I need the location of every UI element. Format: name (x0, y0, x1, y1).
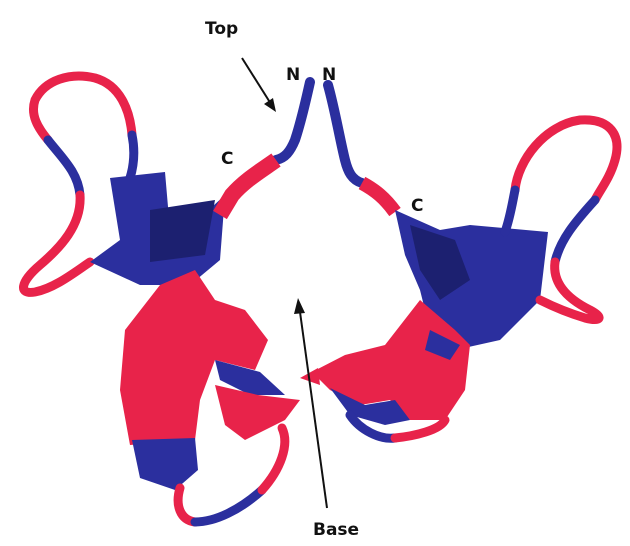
label-c-right: C (411, 196, 423, 216)
right-coil-top-blue (505, 190, 515, 232)
top-arrow-line (242, 58, 271, 104)
label-c-left: C (221, 149, 233, 169)
left-upper-sheet-shade (150, 200, 215, 262)
right-outer-loop-lower-red (540, 262, 599, 320)
left-n-strand-blue (276, 82, 310, 160)
left-outer-loop-blue (48, 140, 80, 195)
right-bottom-loop-red (395, 420, 445, 438)
label-n-right: N (322, 65, 336, 85)
base-arrow-line (300, 312, 327, 508)
base-arrow-head (294, 298, 305, 314)
label-top: Top (205, 19, 238, 39)
top-arrow-head (264, 98, 276, 112)
right-outer-loop-red (515, 120, 617, 200)
left-bottom-loop-red2 (262, 428, 285, 490)
left-monomer (24, 76, 310, 522)
left-lower-sheet-blue-band (132, 438, 198, 490)
left-coil-top-blue (130, 135, 134, 178)
annotations: Top Base N N C C (205, 19, 423, 540)
left-bottom-loop-blue (195, 490, 262, 522)
left-bottom-loop-red (178, 488, 195, 522)
right-n-strand-red (362, 183, 395, 212)
right-n-strand-blue (328, 85, 362, 183)
left-outer-loop-lower-red (24, 195, 90, 292)
left-outer-loop-red (33, 76, 132, 140)
right-monomer (300, 85, 617, 438)
label-base: Base (313, 520, 359, 540)
right-outer-loop-blue (555, 200, 595, 262)
label-n-left: N (286, 65, 300, 85)
